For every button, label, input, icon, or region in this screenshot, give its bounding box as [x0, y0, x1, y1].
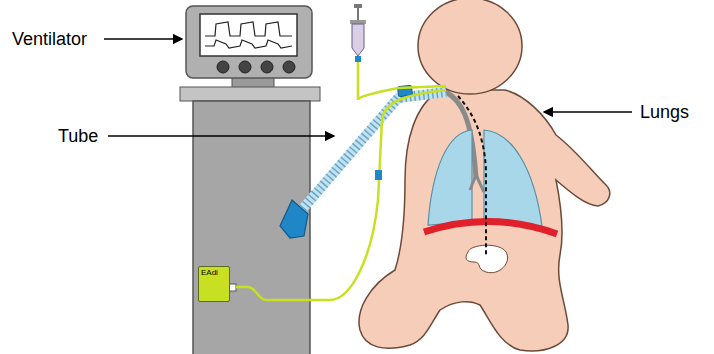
left-lung	[428, 130, 472, 225]
eadi-port	[229, 284, 236, 291]
flow-waveform	[205, 40, 292, 48]
syringe-plunger	[354, 4, 362, 8]
cable-connector	[375, 170, 382, 180]
tube-ribs	[300, 92, 446, 212]
part-label: Ventilator	[12, 28, 87, 50]
bronchi	[470, 175, 484, 192]
eadi-catheter	[458, 96, 486, 256]
diaphragm	[424, 221, 557, 234]
part-label: Lungs	[640, 101, 689, 123]
eadi-module: EAdi	[198, 266, 230, 302]
breathing-tube	[300, 92, 446, 212]
baby-body	[359, 90, 610, 351]
tube-leader	[108, 135, 334, 136]
tube-port	[280, 200, 308, 238]
syringe-barrel	[352, 24, 364, 56]
syringe-tip	[355, 56, 361, 62]
ventilator-cabinet	[193, 101, 310, 354]
monitor-buttons	[217, 61, 295, 73]
syringe-rod	[357, 8, 359, 20]
pressure-waveform	[205, 22, 292, 36]
ventilator-top-plate	[180, 87, 320, 101]
ventilator-leader	[104, 38, 182, 39]
eadi-cable	[236, 90, 446, 300]
syringe-flange	[350, 20, 366, 24]
module-label: EAdi	[201, 269, 227, 278]
baby-head	[418, 0, 522, 94]
right-lung	[484, 130, 542, 226]
lungs-leader	[544, 111, 632, 112]
monitor-housing	[186, 6, 312, 78]
stomach	[466, 245, 508, 272]
part-label: Tube	[58, 125, 98, 147]
monitor-screen	[200, 14, 297, 56]
feeding-line	[358, 62, 446, 100]
